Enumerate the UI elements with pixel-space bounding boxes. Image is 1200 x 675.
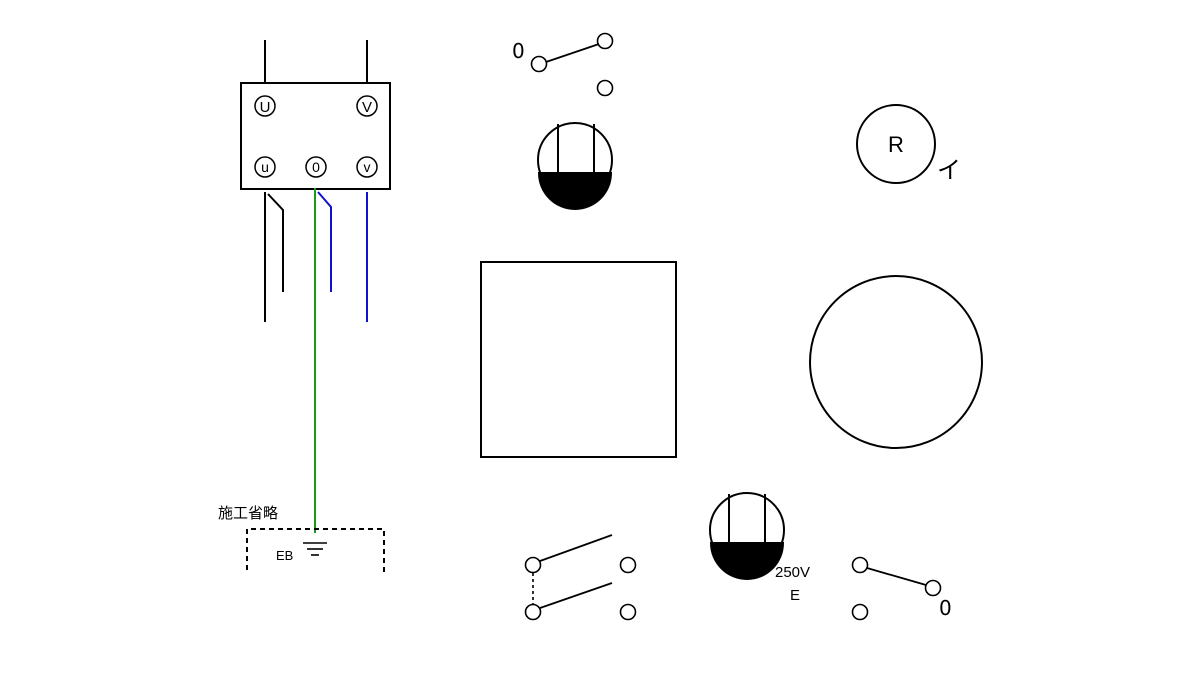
switch-bl-contact-4 <box>619 603 637 621</box>
outlet-top-circle <box>537 122 613 198</box>
switch-top-label: 0 <box>512 39 525 63</box>
outlet-bottom: 250V E <box>709 492 810 604</box>
switch-bl-contact-2 <box>619 556 637 574</box>
lamp-r-circle <box>856 104 936 184</box>
switch-bl-contact-3 <box>524 603 542 621</box>
secondary-wires <box>264 188 368 533</box>
ground-symbol: 施工省略 EB <box>218 505 385 572</box>
switch-br-contact-1 <box>851 556 869 574</box>
switch-bl-contact-1 <box>524 556 542 574</box>
lamp-r-mark: イ <box>937 157 961 184</box>
terminal-U <box>254 95 276 117</box>
terminal-v-label: v <box>364 159 371 175</box>
terminal-V-label: V <box>362 99 372 116</box>
wire-u-black-bent <box>267 193 284 292</box>
terminal-U-label: U <box>260 99 271 116</box>
terminal-v <box>356 156 378 178</box>
switch-top: 0 <box>512 32 614 97</box>
outlet-bottom-lower-fill <box>710 543 784 580</box>
outlet-top-lower-fill <box>538 173 612 210</box>
outlet-bottom-circle <box>709 492 785 568</box>
terminal-V <box>356 95 378 117</box>
switch-br-contact-3 <box>851 603 869 621</box>
switch-br-blade <box>866 567 927 586</box>
terminal-0 <box>305 156 327 178</box>
switch-top-contact-1 <box>530 55 548 73</box>
junction-box-circle <box>809 275 983 449</box>
outlet-rating-label: 250V <box>775 564 810 581</box>
terminal-0-label: 0 <box>312 159 320 175</box>
switch-br-label: 0 <box>939 596 952 620</box>
switch-bl-blade-2 <box>539 582 613 609</box>
outlet-top <box>537 122 613 210</box>
lamp-r: R イ <box>856 104 961 184</box>
outlet-ground-label: E <box>790 587 800 604</box>
switch-top-contact-2 <box>596 32 614 50</box>
transformer: U V u 0 v <box>240 40 391 190</box>
switch-br-contact-2 <box>924 579 942 597</box>
terminal-u-label: u <box>261 159 269 175</box>
switch-bottom-right: 0 <box>851 556 952 621</box>
ground-dashed-box <box>246 528 385 572</box>
switch-top-blade <box>545 43 600 63</box>
junction-box-square <box>480 261 677 458</box>
terminal-u <box>254 156 276 178</box>
ground-label: EB <box>276 548 293 563</box>
wire-neutral-blue <box>317 191 332 292</box>
ground-omit-note: 施工省略 <box>218 505 278 522</box>
switch-top-contact-3 <box>596 79 614 97</box>
lamp-r-label: R <box>888 132 904 157</box>
switch-bottom-left <box>524 534 637 621</box>
switch-bl-blade-1 <box>539 534 613 562</box>
